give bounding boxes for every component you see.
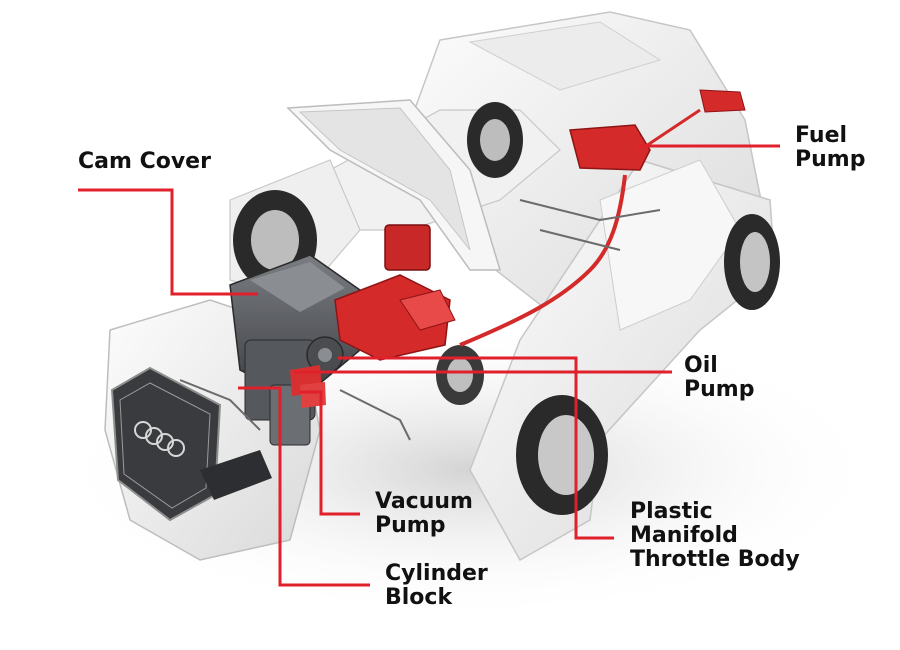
- air-box: [384, 224, 431, 271]
- engine-block: [229, 254, 361, 446]
- plastic-manifold-leader: [338, 356, 614, 540]
- plastic-manifold-throttle-body-label: Plastic Manifold Throttle Body: [630, 499, 800, 572]
- fuel-line: [459, 174, 627, 347]
- fuel-pump-label: Fuel Pump: [795, 123, 866, 172]
- oil-pump-label: Oil Pump: [684, 353, 755, 402]
- cam-cover-leader: [78, 188, 258, 296]
- leader-lines: [78, 144, 780, 587]
- chassis-details: [179, 199, 661, 441]
- hood-inner-panel: [298, 107, 471, 251]
- cylinder-block-label: Cylinder Block: [385, 561, 488, 610]
- four-ring-grille: [110, 366, 272, 522]
- throttle-body: [399, 289, 456, 331]
- fuel-tank: [569, 124, 651, 171]
- cylinder-block-leader: [238, 386, 370, 587]
- wheels: [233, 102, 780, 515]
- cam-cover-label: Cam Cover: [78, 149, 211, 174]
- fuel-line-rear: [639, 108, 701, 152]
- fuel-filler: [699, 89, 746, 113]
- vacuum-pump-leader: [300, 390, 360, 516]
- vacuum-pump-label: Vacuum Pump: [375, 489, 473, 538]
